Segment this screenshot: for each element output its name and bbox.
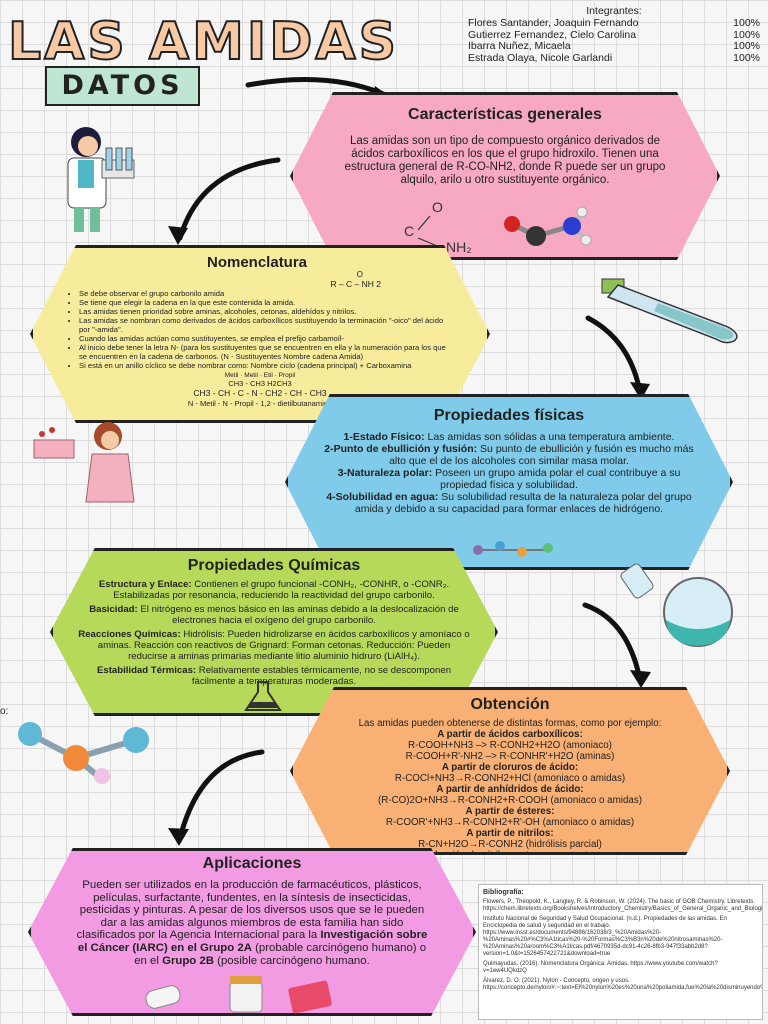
list-item: Se debe observar el grupo carbonilo amid… — [79, 289, 453, 298]
nomenclatura-card: Nomenclatura O R – C – NH 2 Se debe obse… — [30, 245, 490, 423]
members-list: Integrantes: Flores Santander, Joaquin F… — [468, 5, 760, 65]
round-flask-illustration — [620, 563, 733, 647]
propiedades-fisicas-title: Propiedades físicas — [433, 407, 585, 424]
nomenclatura-formula-o: O — [356, 270, 363, 279]
members-heading: Integrantes: — [586, 5, 642, 17]
obtencion-title: Obtención — [470, 696, 550, 713]
list-item: Cuando las amidas actúan como sustituyen… — [79, 334, 453, 343]
formula-o: O — [432, 199, 443, 215]
member-pct: 100% — [733, 40, 760, 53]
caracteristicas-text: Las amidas son un tipo de compuesto orgá… — [344, 135, 666, 186]
bibliografia-title: Bibliografía: — [483, 889, 524, 896]
scientist-illustration — [67, 127, 135, 232]
amide-structure-icon: O C NH₂ — [404, 199, 592, 255]
list-item: A partir de cloruros de ácido: — [441, 762, 579, 773]
bibliografia-entry: Quimayudas. (2016). Nomenclatura Orgánic… — [483, 961, 718, 974]
list-item: Reducción de nitrilos y otros compuestos… — [419, 850, 601, 861]
side-label: o: — [0, 706, 9, 717]
member-row: Flores Santander, Joaquin Fernando 100% — [468, 16, 760, 30]
list-item: Las amidas tienen prioridad sobre aminas… — [79, 307, 453, 316]
obtencion-list: Las amidas pueden obtenerse de distintas… — [317, 718, 703, 861]
list-item: R-COOH+NH3 –> R-CONH2+H2O (amoniaco) — [408, 740, 612, 751]
datos-badge: DATOS — [45, 66, 200, 106]
molecule-model-icon — [504, 206, 592, 246]
list-item: 1-Estado Físico: Las amidas son sólidas … — [343, 431, 675, 443]
test-tube-illustration — [601, 278, 738, 344]
bibliografia-entry: Instituto Nacional de Seguridad y Salud … — [483, 916, 727, 957]
struct-top: CH3 - CH3 H2CH3 — [228, 379, 292, 388]
list-item: Reacciones Químicas: Hidrólisis: Pueden … — [78, 629, 470, 662]
molecule-icon — [473, 541, 553, 557]
member-pct: 100% — [733, 16, 760, 29]
bibliografia-entry: Flowers, P., Theopold, K., Langley, R. &… — [483, 899, 762, 912]
struct-name: N - Metil - N - Propil - 1,2 - dietilbut… — [187, 399, 333, 408]
member-row: Estrada Olaya, Nicole Garlandi 100% — [468, 52, 760, 65]
list-item: Se tiene que elegir la cadena en la que … — [79, 298, 453, 307]
member-name: Estrada Olaya, Nicole Garlandi — [468, 52, 613, 65]
caracteristicas-card: Características generales Las amidas son… — [290, 92, 720, 260]
member-row: Ibarra Nuñez, Micaela 100% — [468, 41, 760, 53]
flask-icon — [244, 681, 282, 711]
member-name: Ibarra Nuñez, Micaela — [468, 40, 571, 53]
list-item: 2-Punto de ebullición y fusión: Su punto… — [324, 443, 694, 467]
list-item: A partir de nitrilos: — [466, 828, 554, 839]
member-pct: 100% — [733, 52, 760, 65]
caracteristicas-title: Características generales — [408, 106, 602, 123]
struct-label: Metil — [244, 372, 259, 379]
list-item: Las amidas pueden obtenerse de distintas… — [358, 718, 662, 729]
list-item: 3-Naturaleza polar: Poseen un grupo amid… — [337, 467, 681, 491]
list-item: Si está en un anillo cíclico se debe nom… — [79, 361, 453, 370]
list-item: R-CN+H2O→R-CONH2 (hidrólisis parcial) — [418, 839, 602, 850]
member-name: Gutierrez Fernandez, Cielo Carolina — [468, 28, 637, 41]
propiedades-quimicas-title: Propiedades Químicas — [187, 557, 361, 574]
arrow-icon — [177, 749, 265, 841]
list-item: A partir de anhídridos de ácido: — [436, 784, 584, 795]
list-item: 4-Solubilidad en agua: Su solubilidad re… — [326, 491, 692, 515]
list-item: A partir de ésteres: — [465, 806, 555, 817]
struct-label: Propil — [278, 372, 296, 379]
nomenclatura-formula: R – C – NH 2 — [330, 279, 381, 289]
list-item: (R-CO)2O+NH3→R-CONH2+R-COOH (amoniaco o … — [377, 795, 643, 806]
formula-nh2: NH₂ — [446, 239, 472, 255]
nomenclatura-title: Nomenclatura — [207, 254, 308, 271]
nomenclatura-list: Se debe observar el grupo carbonilo amid… — [67, 289, 453, 370]
aplicaciones-title: Aplicaciones — [202, 855, 302, 872]
list-item: A partir de ácidos carboxílicos: — [437, 729, 583, 740]
propiedades-quimicas-list: Estructura y Enlace: Contienen el grupo … — [77, 579, 471, 687]
list-item: Basicidad: El nitrógeno es menos básico … — [89, 604, 459, 626]
member-pct: 100% — [733, 28, 760, 41]
list-item: Estructura y Enlace: Contienen el grupo … — [98, 579, 450, 601]
struct-label: Etil — [263, 372, 273, 379]
page-title: LAS AMIDAS — [7, 11, 400, 73]
arrow-icon — [177, 157, 281, 241]
arrow-icon — [585, 315, 643, 395]
struct-label: Metil — [224, 372, 239, 379]
list-item: R-COOR'+NH3→R-CONH2+R'-OH (amoniaco o am… — [385, 817, 635, 828]
woman-illustration — [33, 422, 135, 503]
member-name: Flores Santander, Joaquin Fernando — [468, 16, 639, 29]
aplicaciones-text: Pueden ser utilizados en la producción d… — [76, 879, 428, 967]
list-item: Estabilidad Térmicas: Relativamente esta… — [96, 665, 452, 687]
formula-c: C — [404, 223, 414, 239]
propiedades-fisicas-list: 1-Estado Físico: Las amidas son sólidas … — [318, 431, 700, 515]
obtencion-card: Obtención Las amidas pueden obtenerse de… — [290, 687, 730, 855]
struct-chain: CH3 - CH - C - N - CH2 - CH - CH3 — [193, 388, 327, 398]
struct-labels: Metil · Metil · Etil · Propil — [224, 372, 296, 379]
bibliografia-entry: Álvarez, D. O. (2021). Nylon - Concepto,… — [483, 978, 762, 991]
list-item: R-COCl+NH3→R-CONH2+HCl (amoniaco o amida… — [394, 773, 626, 784]
member-row: Gutierrez Fernandez, Cielo Carolina 100% — [468, 28, 760, 42]
propiedades-fisicas-card: Propiedades físicas 1-Estado Físico: Las… — [285, 394, 733, 570]
molecule-model-icon — [18, 722, 149, 784]
propiedades-quimicas-card: Propiedades Químicas Estructura y Enlace… — [50, 548, 498, 716]
bibliografia-box: Bibliografía: Flowers, P., Theopold, K.,… — [478, 884, 763, 1020]
list-item: R-COOH+R'-NH2 –> R-CONHR'+H2O (aminas) — [405, 751, 615, 762]
list-item: Las amidas se nombran como derivados de … — [79, 316, 453, 334]
list-item: Al inicio debe tener la letra N- (para l… — [79, 343, 453, 361]
arrow-icon — [582, 602, 643, 683]
products-illustration — [145, 976, 332, 1014]
